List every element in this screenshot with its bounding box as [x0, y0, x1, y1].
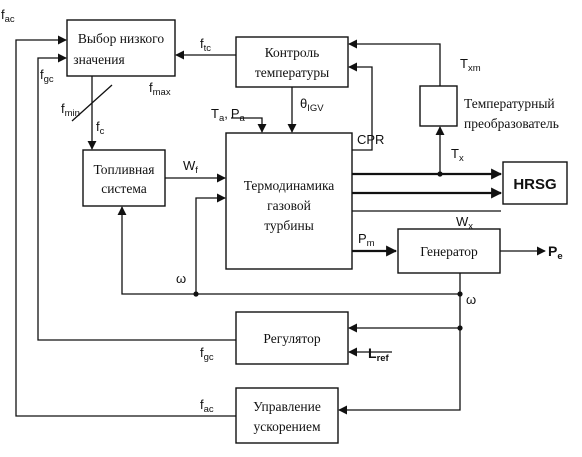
fgc-feedback-line [37, 53, 236, 341]
generator-label: Генератор [420, 244, 478, 259]
temperature-control-block: Контроль температуры [235, 36, 349, 88]
turbine-line2: газовой [267, 198, 311, 213]
turbine-line3: турбины [264, 218, 314, 233]
limit-slash [71, 84, 113, 122]
fuel-system-line2: система [101, 181, 147, 196]
signal-labels: fac fgc ftc fmin fmax fc Txm Tx θIGV Ta,… [1, 7, 563, 415]
acceleration-control-line2: ускорением [253, 419, 321, 434]
label-f-ac-bottom: fac [200, 397, 214, 415]
omega-to-turbine [195, 193, 226, 294]
txm-line [348, 39, 441, 86]
label-f-ac-top: fac [1, 7, 15, 25]
acceleration-control-block: Управление ускорением [235, 387, 339, 444]
regulator-label: Регулятор [263, 331, 320, 346]
label-f-tc: ftc [200, 36, 211, 54]
hrsg-label: HRSG [513, 176, 556, 193]
low-value-select-block: Выбор низкого значения [66, 19, 176, 77]
label-cpr: CPR [357, 132, 384, 147]
label-t-xm: Txm [460, 56, 481, 74]
connection-lines [15, 35, 546, 417]
temperature-sensor-block: Температурный преобразователь [419, 85, 559, 131]
label-ta-pa: Ta,Pa [211, 106, 246, 124]
label-f-gc-bottom: fgc [200, 345, 214, 363]
label-f-gc-top: fgc [40, 67, 54, 85]
low-value-select-line2: значения [73, 52, 124, 67]
cpr-line [348, 62, 373, 151]
label-p-m: Pm [358, 231, 375, 249]
label-f-min: fmin [61, 101, 80, 119]
temperature-sensor-line2: преобразователь [464, 116, 559, 131]
label-w-f: Wf [183, 158, 198, 176]
temperature-sensor-line1: Температурный [464, 96, 555, 111]
fac-feedback-line [15, 35, 236, 417]
acceleration-control-line1: Управление [253, 399, 321, 414]
turbine-thermodynamics-block: Термодинамика газовой турбины [225, 132, 353, 270]
omega-to-regulator [348, 294, 461, 333]
generator-block: Генератор [397, 228, 501, 274]
label-theta-igv: θIGV [300, 96, 324, 114]
label-w-x: Wx [456, 214, 473, 232]
low-value-select-line1: Выбор низкого [78, 31, 164, 46]
label-t-x: Tx [451, 146, 464, 164]
temperature-control-line2: температуры [255, 65, 329, 80]
fuel-system-block: Топливная система [82, 149, 166, 207]
fuel-system-line1: Топливная [94, 162, 155, 177]
temperature-control-line1: Контроль [265, 45, 320, 60]
omega-bus [117, 206, 461, 295]
ta-pa-line [231, 117, 267, 133]
label-f-c: fc [96, 119, 105, 137]
label-omega-left: ω [176, 271, 186, 286]
label-omega-right: ω [466, 292, 476, 307]
omega-to-accel [338, 328, 461, 415]
label-p-e: Pe [548, 243, 563, 262]
label-f-max: fmax [149, 80, 171, 98]
regulator-block: Регулятор [235, 311, 349, 365]
hrsg-block: HRSG [502, 161, 568, 205]
turbine-line1: Термодинамика [244, 178, 335, 193]
label-l-ref: Lref [368, 345, 390, 364]
